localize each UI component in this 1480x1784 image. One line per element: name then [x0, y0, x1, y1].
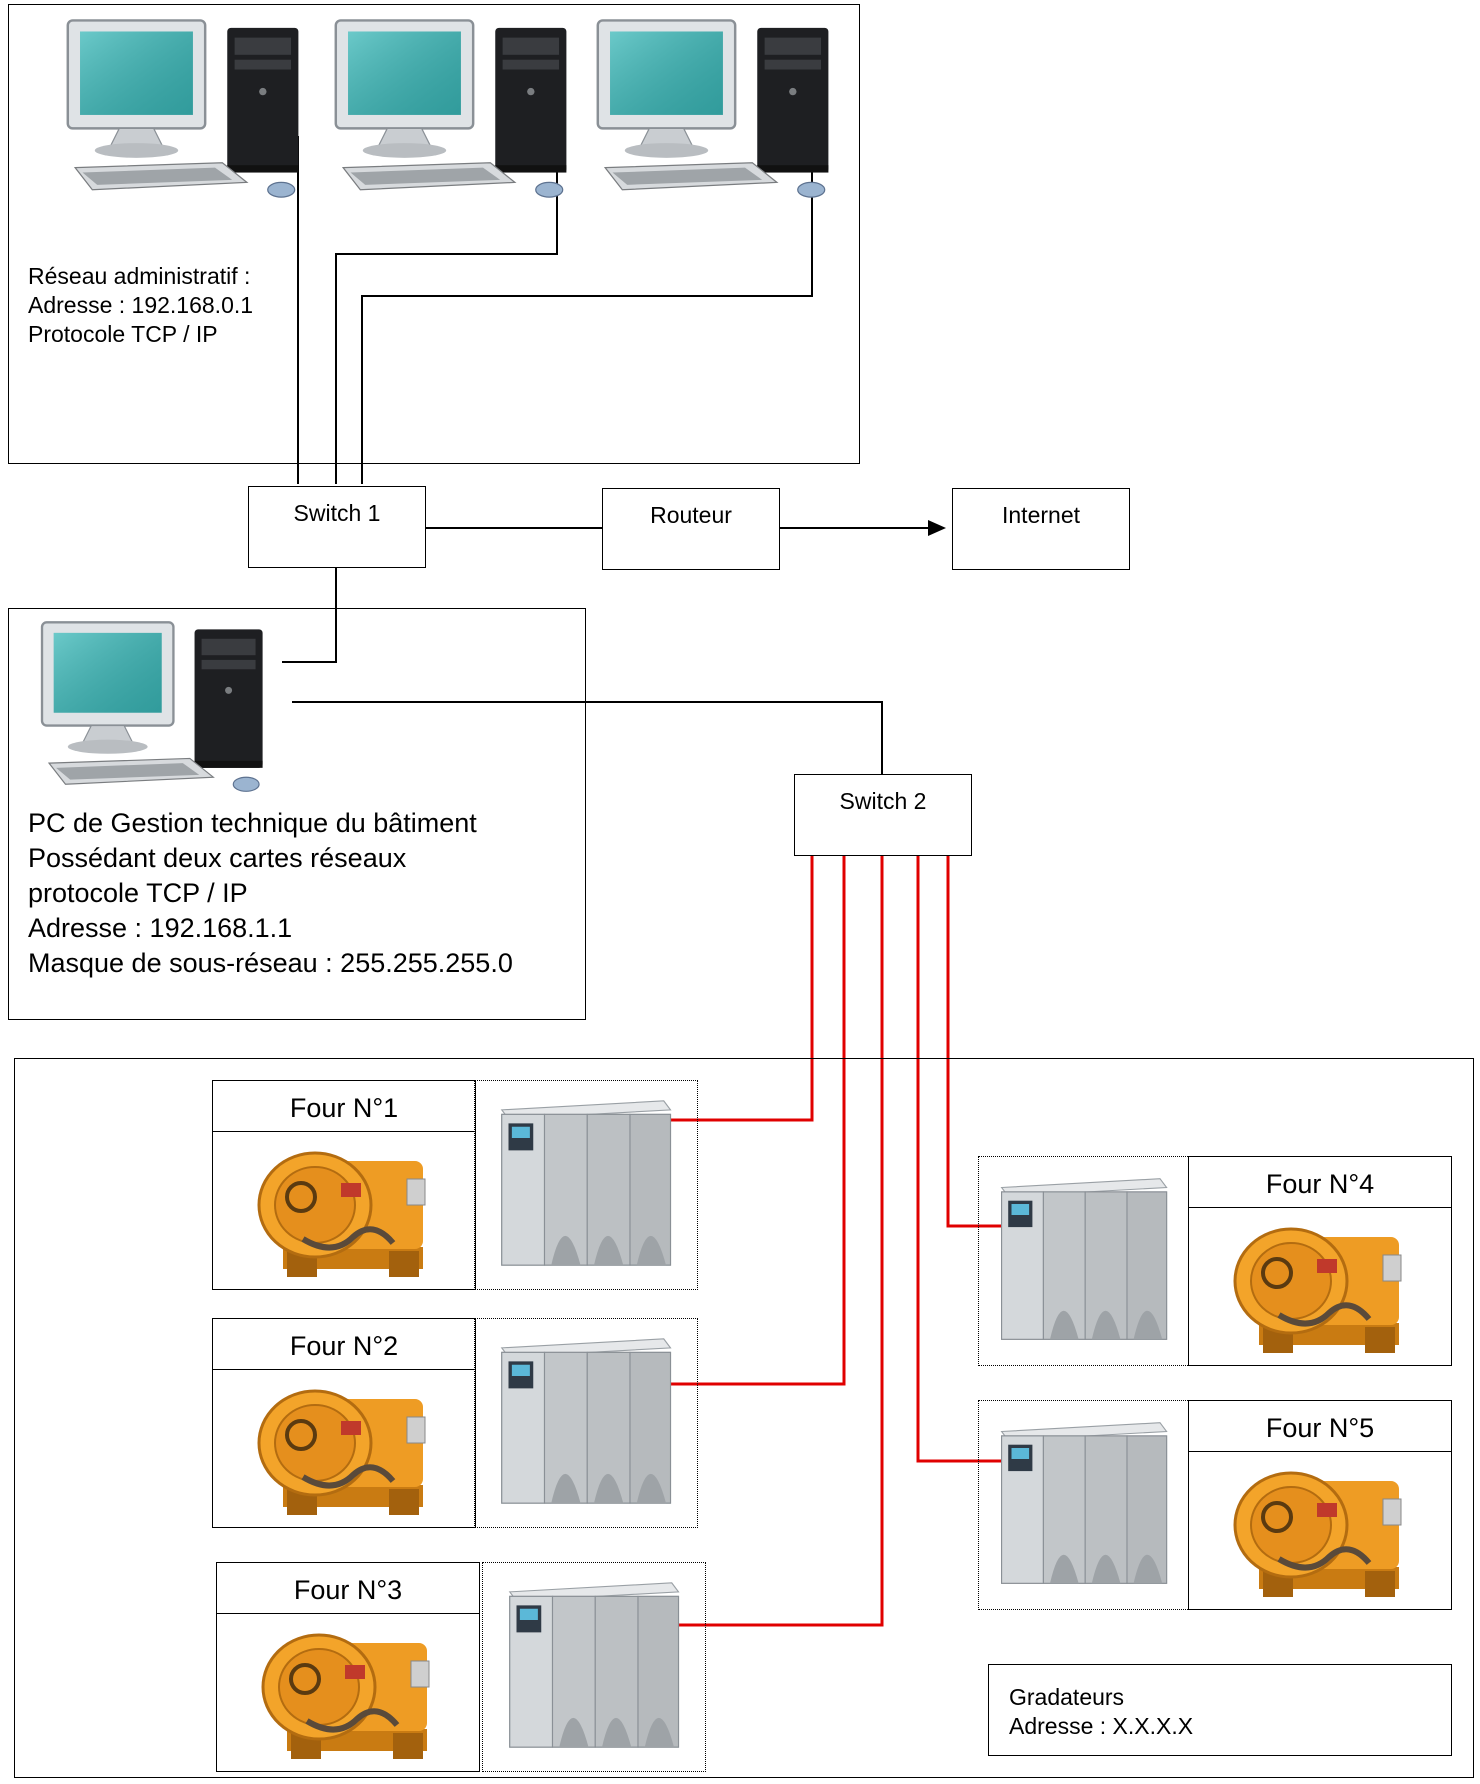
oven-3-divider — [217, 1613, 479, 1614]
gtb-pc-protocol: protocole TCP / IP — [28, 878, 248, 909]
oven-card-5: Four N°5 — [1188, 1400, 1452, 1610]
wire-gtb-switch2 — [292, 701, 883, 774]
oven-1-label: Four N°1 — [289, 1093, 399, 1123]
desktop-computer-icon — [30, 620, 284, 796]
industrial-zone — [14, 1058, 1474, 1778]
gtb-pc-zone — [8, 608, 586, 1020]
power-dimmer-icon — [503, 1573, 683, 1757]
desktop-computer-icon — [332, 18, 580, 202]
oven-card-2: Four N°2 — [212, 1318, 476, 1528]
oven-5-divider — [1189, 1451, 1451, 1452]
switch2-label: Switch 2 — [839, 788, 927, 814]
oven-card-1: Four N°1 — [212, 1080, 476, 1290]
industrial-oven-icon — [247, 1621, 447, 1761]
oven-2-label: Four N°2 — [289, 1331, 399, 1361]
oven-4-divider — [1189, 1207, 1451, 1208]
arrow-head — [928, 520, 946, 536]
industrial-oven-icon — [1219, 1459, 1419, 1599]
dimmer-card-1 — [474, 1080, 698, 1290]
router-label: Routeur — [650, 502, 732, 528]
dimmer-card-2 — [474, 1318, 698, 1528]
dimmer-card-5 — [978, 1400, 1190, 1610]
admin-network-zone — [8, 4, 860, 464]
internet-box: Internet — [952, 488, 1130, 570]
admin-network-title: Réseau administratif : — [28, 263, 251, 289]
switch1-label: Switch 1 — [293, 500, 381, 526]
power-dimmer-icon — [495, 1329, 675, 1513]
dimmer-card-3 — [482, 1562, 706, 1772]
oven-1-divider — [213, 1131, 475, 1132]
oven-3-label: Four N°3 — [293, 1575, 403, 1605]
admin-network-protocol: Protocole TCP / IP — [28, 320, 218, 347]
red-wire-four4 — [946, 856, 1010, 1228]
gradateurs-title: Gradateurs — [1009, 1684, 1125, 1710]
desktop-computer-icon — [64, 18, 312, 202]
gtb-pc-subnet-mask: Masque de sous-réseau : 255.255.255.0 — [28, 948, 513, 979]
oven-card-3: Four N°3 — [216, 1562, 480, 1772]
admin-network-address: Adresse : 192.168.0.1 — [28, 291, 254, 318]
oven-2-divider — [213, 1369, 475, 1370]
gtb-pc-title: PC de Gestion technique du bâtiment — [28, 808, 477, 838]
gradateurs-info: Gradateurs Adresse : X.X.X.X — [1009, 1683, 1193, 1741]
oven-card-4: Four N°4 — [1188, 1156, 1452, 1366]
industrial-oven-icon — [243, 1377, 443, 1517]
admin-network-info: Réseau administratif : Adresse : 192.168… — [28, 262, 253, 348]
power-dimmer-icon — [995, 1169, 1171, 1349]
gtb-pc-address: Adresse : 192.168.1.1 — [28, 913, 293, 944]
gtb-pc-info: PC de Gestion technique du bâtiment Poss… — [28, 806, 513, 981]
dimmer-card-4 — [978, 1156, 1190, 1366]
switch2-box: Switch 2 — [794, 774, 972, 856]
oven-5-label: Four N°5 — [1265, 1413, 1375, 1443]
power-dimmer-icon — [995, 1413, 1171, 1593]
oven-4-label: Four N°4 — [1265, 1169, 1375, 1199]
gradateurs-box: Gradateurs Adresse : X.X.X.X — [988, 1664, 1452, 1756]
industrial-oven-icon — [1219, 1215, 1419, 1355]
power-dimmer-icon — [495, 1091, 675, 1275]
wire-pc3-switch1 — [361, 136, 813, 484]
gradateurs-address: Adresse : X.X.X.X — [1009, 1712, 1194, 1739]
desktop-computer-icon — [594, 18, 842, 202]
internet-label: Internet — [1002, 502, 1080, 528]
gtb-pc-cards: Possédant deux cartes réseaux — [28, 843, 407, 874]
industrial-oven-icon — [243, 1139, 443, 1279]
red-wire-four5 — [916, 856, 1014, 1463]
router-box: Routeur — [602, 488, 780, 570]
switch1-box: Switch 1 — [248, 486, 426, 568]
wire-switch1-gtb — [282, 568, 337, 663]
